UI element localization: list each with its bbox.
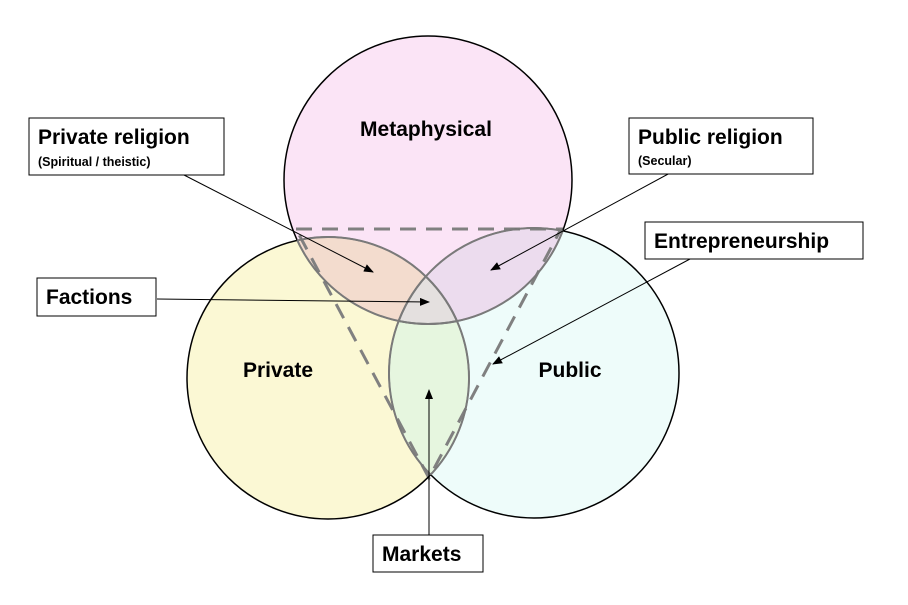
- callout-private-religion-title: Private religion: [38, 126, 190, 149]
- callout-markets-title: Markets: [382, 543, 461, 566]
- callout-factions: Factions: [36, 277, 157, 317]
- callout-private-religion: Private religion (Spiritual / theistic): [28, 117, 225, 176]
- callout-public-religion-title: Public religion: [638, 126, 783, 149]
- callout-entrepreneurship: Entrepreneurship: [644, 221, 864, 260]
- callout-private-religion-subtitle: (Spiritual / theistic): [38, 155, 151, 169]
- overlap-public-metaphysical: [389, 228, 572, 324]
- inner-arc-meta-public: [389, 228, 573, 325]
- callout-markets: Markets: [372, 534, 484, 573]
- callout-public-religion-subtitle: (Secular): [638, 154, 692, 168]
- arrow-entrepreneurship: [492, 258, 691, 365]
- callout-public-religion: Public religion (Secular): [628, 117, 814, 175]
- dashed-triangle: [293, 227, 564, 482]
- inner-arc-public-private: [388, 237, 469, 519]
- arrow-private-religion: [183, 174, 374, 273]
- overlap-private-metaphysical: [284, 237, 469, 324]
- callout-entrepreneurship-title: Entrepreneurship: [654, 230, 829, 253]
- inner-arc-public: [388, 227, 572, 324]
- inner-arc-private-public: [389, 236, 470, 518]
- callout-factions-title: Factions: [46, 286, 132, 309]
- circle-label-private: Private: [243, 359, 313, 382]
- circle-label-public: Public: [538, 359, 601, 382]
- arrow-public-religion: [490, 172, 671, 271]
- circle-label-metaphysical: Metaphysical: [360, 118, 492, 141]
- arrow-factions: [156, 297, 430, 306]
- inner-arc-private: [284, 236, 470, 324]
